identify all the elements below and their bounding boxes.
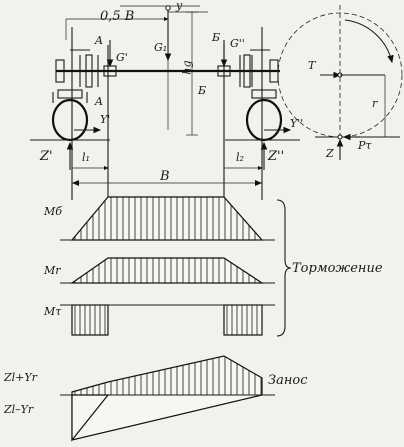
half-base-label: 0,5 B <box>100 9 135 24</box>
diagram-skid <box>60 355 275 442</box>
l2-label: l₂ <box>236 151 244 164</box>
wheel-p-label: Pτ <box>358 139 372 152</box>
section-b-top-label: Б <box>212 31 221 44</box>
g-prime-label: G' <box>116 51 128 64</box>
wheel-t-label: T <box>308 59 316 72</box>
braking-brace <box>276 199 292 337</box>
diagram-m-tau <box>60 304 275 336</box>
y-prime-label: Y' <box>100 113 111 126</box>
m-r-label: Mr <box>44 264 61 277</box>
braking-label: Торможение <box>292 261 383 276</box>
wheel-z-label: Z <box>326 147 334 160</box>
base-label: B <box>160 169 170 184</box>
skid-label: Занос <box>268 373 308 388</box>
wheel-force-diagram <box>277 5 403 160</box>
section-b-mid-label: Б <box>198 84 207 97</box>
m-b-label: Mб <box>44 205 62 218</box>
diagram-m-r <box>60 257 275 284</box>
hatching <box>74 197 262 395</box>
zl-minus-yr-label: Zl–Yr <box>4 403 34 416</box>
axle-assembly <box>30 27 300 200</box>
section-a-bottom-label: A <box>95 95 103 108</box>
z-double-prime-label: Z'' <box>268 149 285 164</box>
wheel-r-label: r <box>372 97 378 110</box>
diagram-m-b <box>60 196 275 241</box>
base-dimension <box>72 180 262 186</box>
z-prime-label: Z' <box>40 149 53 164</box>
g1-force-arrow <box>164 10 208 136</box>
top-mark-label: y <box>176 0 183 12</box>
section-a-top-label: A <box>95 34 103 47</box>
m-tau-label: Mτ <box>44 305 62 318</box>
hg-label: hg <box>180 60 194 75</box>
l1-label: l₁ <box>82 151 90 164</box>
y-double-prime-label: Y'' <box>290 117 304 130</box>
g1-label: G₁ <box>154 41 168 54</box>
g-double-prime-label: G'' <box>230 37 245 50</box>
zl-plus-yr-label: Zl+Yr <box>4 371 37 384</box>
